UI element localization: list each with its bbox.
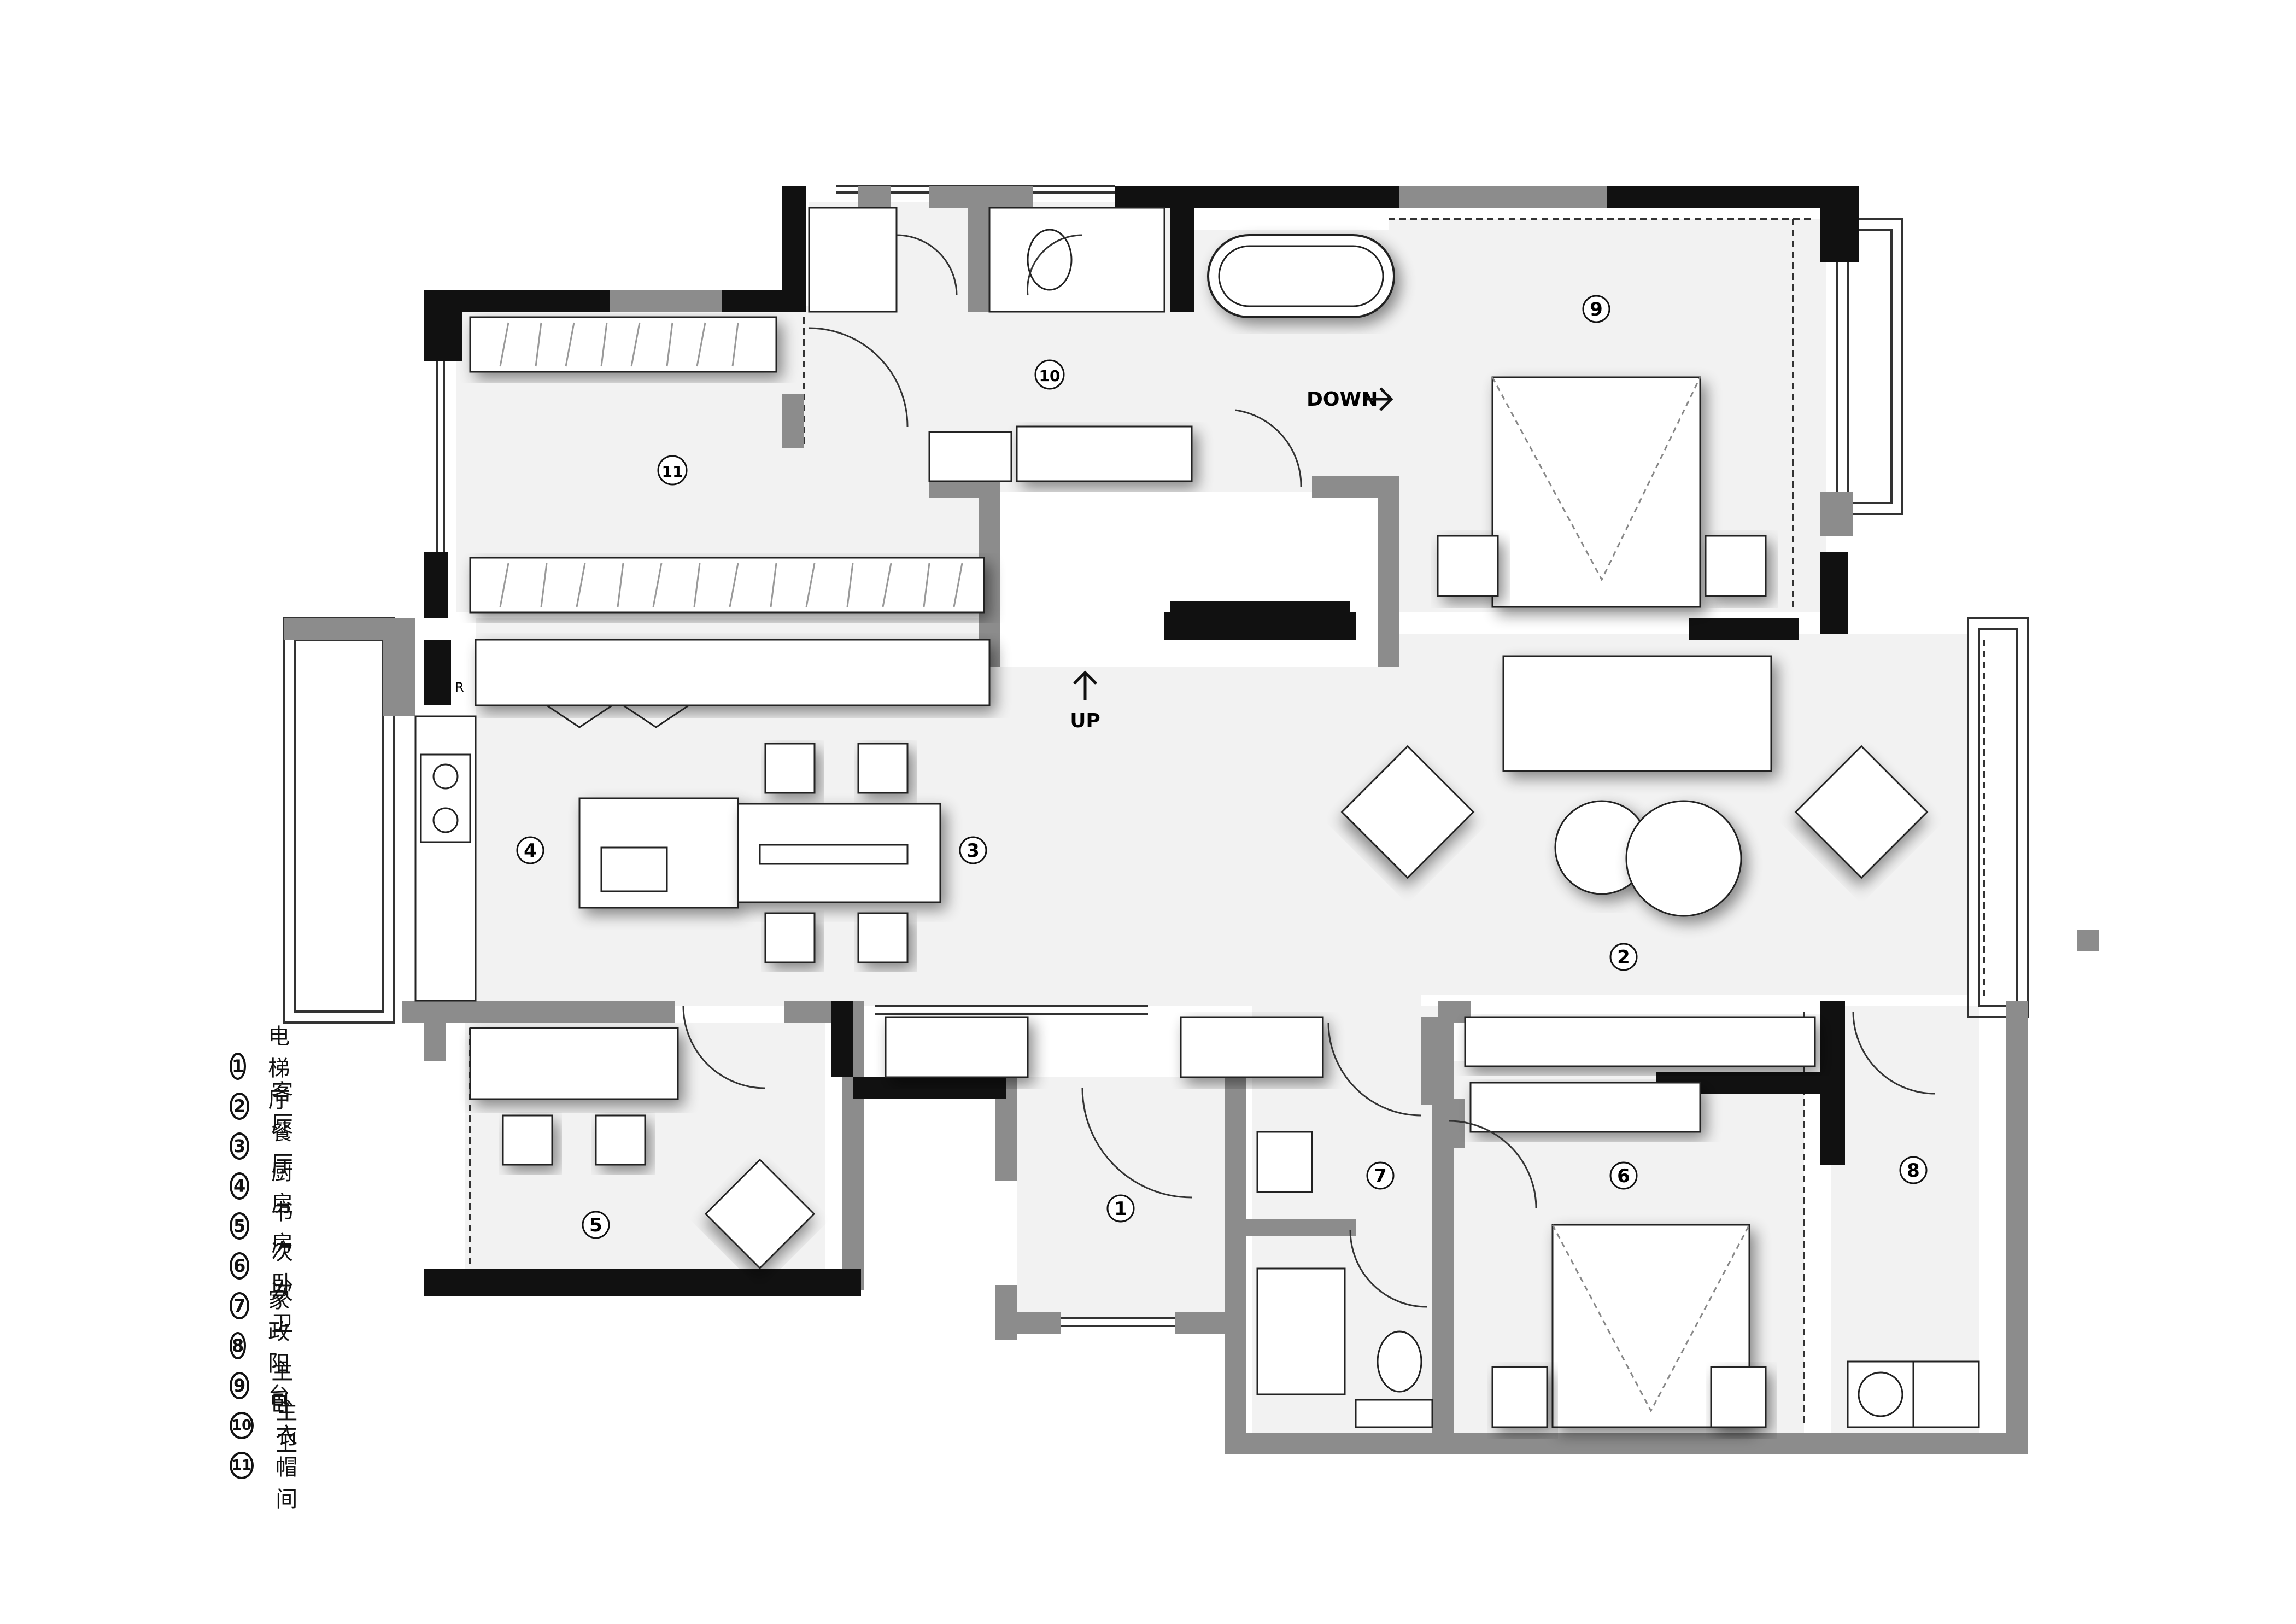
room-tag-11: 11 [657, 455, 688, 486]
legend-item: 9 主卧 [230, 1359, 301, 1416]
legend-item: 10 主卫 [230, 1399, 301, 1456]
room-tag-7: 7 [1366, 1161, 1395, 1190]
stair-opening [1164, 612, 1356, 640]
legend-label: 次卧 [271, 1240, 294, 1296]
legend-label: 电梯厅 [268, 1024, 290, 1113]
legend-label: 主卫 [276, 1399, 298, 1456]
legend-number: 6 [230, 1252, 250, 1280]
legend-number: 10 [230, 1412, 254, 1439]
legend-label: 厨房 [271, 1160, 294, 1217]
svg-text:1: 1 [1114, 1198, 1127, 1220]
down-annotation: DOWN [1307, 387, 1393, 411]
legend-label: 客厅 [271, 1080, 294, 1137]
walls-black [424, 186, 1859, 1296]
legend-item: 3 餐厅 [230, 1120, 301, 1177]
wardrobe-top [469, 316, 985, 614]
fridge-label: R [455, 680, 464, 695]
legend-item: 1 电梯厅 [230, 1024, 301, 1113]
svg-text:11: 11 [662, 463, 683, 481]
room-tags: 1 2 3 4 5 6 7 8 9 10 11 [516, 295, 1928, 1239]
room-tag-5: 5 [582, 1211, 610, 1239]
legend-item: 2 客厅 [230, 1080, 301, 1137]
room-tag-1: 1 [1106, 1194, 1135, 1223]
legend-number: 8 [230, 1332, 247, 1359]
second-bedroom-furniture [1491, 1224, 1767, 1428]
legend-number: 7 [230, 1292, 250, 1319]
svg-text:UP: UP [1070, 710, 1100, 732]
svg-text:5: 5 [589, 1214, 602, 1236]
svg-text:8: 8 [1907, 1160, 1920, 1182]
legend-item: 6 次卧 [230, 1240, 301, 1296]
svg-text:7: 7 [1374, 1165, 1387, 1187]
legend-number: 5 [230, 1212, 250, 1240]
svg-text:3: 3 [967, 840, 980, 862]
legend-number: 9 [230, 1372, 250, 1399]
right-arrow-icon [1367, 387, 1393, 411]
legend-label: 主卧 [271, 1359, 294, 1416]
room-tag-4: 4 [516, 836, 544, 864]
entry-cabinets [885, 1016, 1816, 1133]
master-bath-fixtures [808, 207, 1395, 482]
legend-label: 家政阳台 [268, 1288, 290, 1408]
room-tag-6: 6 [1609, 1161, 1638, 1190]
utility-fixtures [1847, 1360, 1980, 1428]
legend-number: 3 [230, 1132, 250, 1160]
svg-text:2: 2 [1617, 947, 1630, 968]
room-tag-3: 3 [959, 836, 987, 864]
room-tag-10: 10 [1034, 359, 1065, 390]
room-tag-2: 2 [1609, 943, 1638, 971]
legend-label: 衣帽间 [276, 1423, 298, 1512]
svg-text:6: 6 [1617, 1165, 1630, 1187]
svg-text:DOWN: DOWN [1307, 388, 1378, 411]
legend-item: 4 厨房 [230, 1160, 301, 1217]
legend-label: 次卫 [271, 1280, 294, 1336]
study-furniture [469, 1027, 816, 1270]
legend-number: 4 [230, 1172, 250, 1200]
up-arrow-icon [1073, 670, 1097, 700]
legend-number: 11 [230, 1452, 254, 1479]
legend-item: 5 书房 [230, 1200, 301, 1257]
legend-label: 书房 [271, 1200, 294, 1257]
door-swings [682, 234, 1936, 1308]
hangers [499, 322, 963, 607]
legend-label: 餐厅 [271, 1120, 294, 1177]
up-annotation: UP [1070, 670, 1100, 732]
legend-item: 8 家政阳台 [230, 1288, 301, 1408]
legend-item: 11 衣帽间 [230, 1423, 301, 1512]
svg-text:9: 9 [1590, 299, 1603, 320]
dining-set [578, 743, 941, 963]
svg-text:4: 4 [524, 840, 537, 862]
svg-text:10: 10 [1039, 367, 1061, 385]
legend-item: 7 次卫 [230, 1280, 301, 1336]
second-bath-fixtures [1256, 1131, 1433, 1428]
room-tag-9: 9 [1582, 295, 1610, 323]
room-tag-8: 8 [1899, 1156, 1928, 1184]
legend-number: 2 [230, 1093, 250, 1120]
legend-number: 1 [230, 1053, 247, 1080]
kitchen-counters [414, 639, 991, 1002]
